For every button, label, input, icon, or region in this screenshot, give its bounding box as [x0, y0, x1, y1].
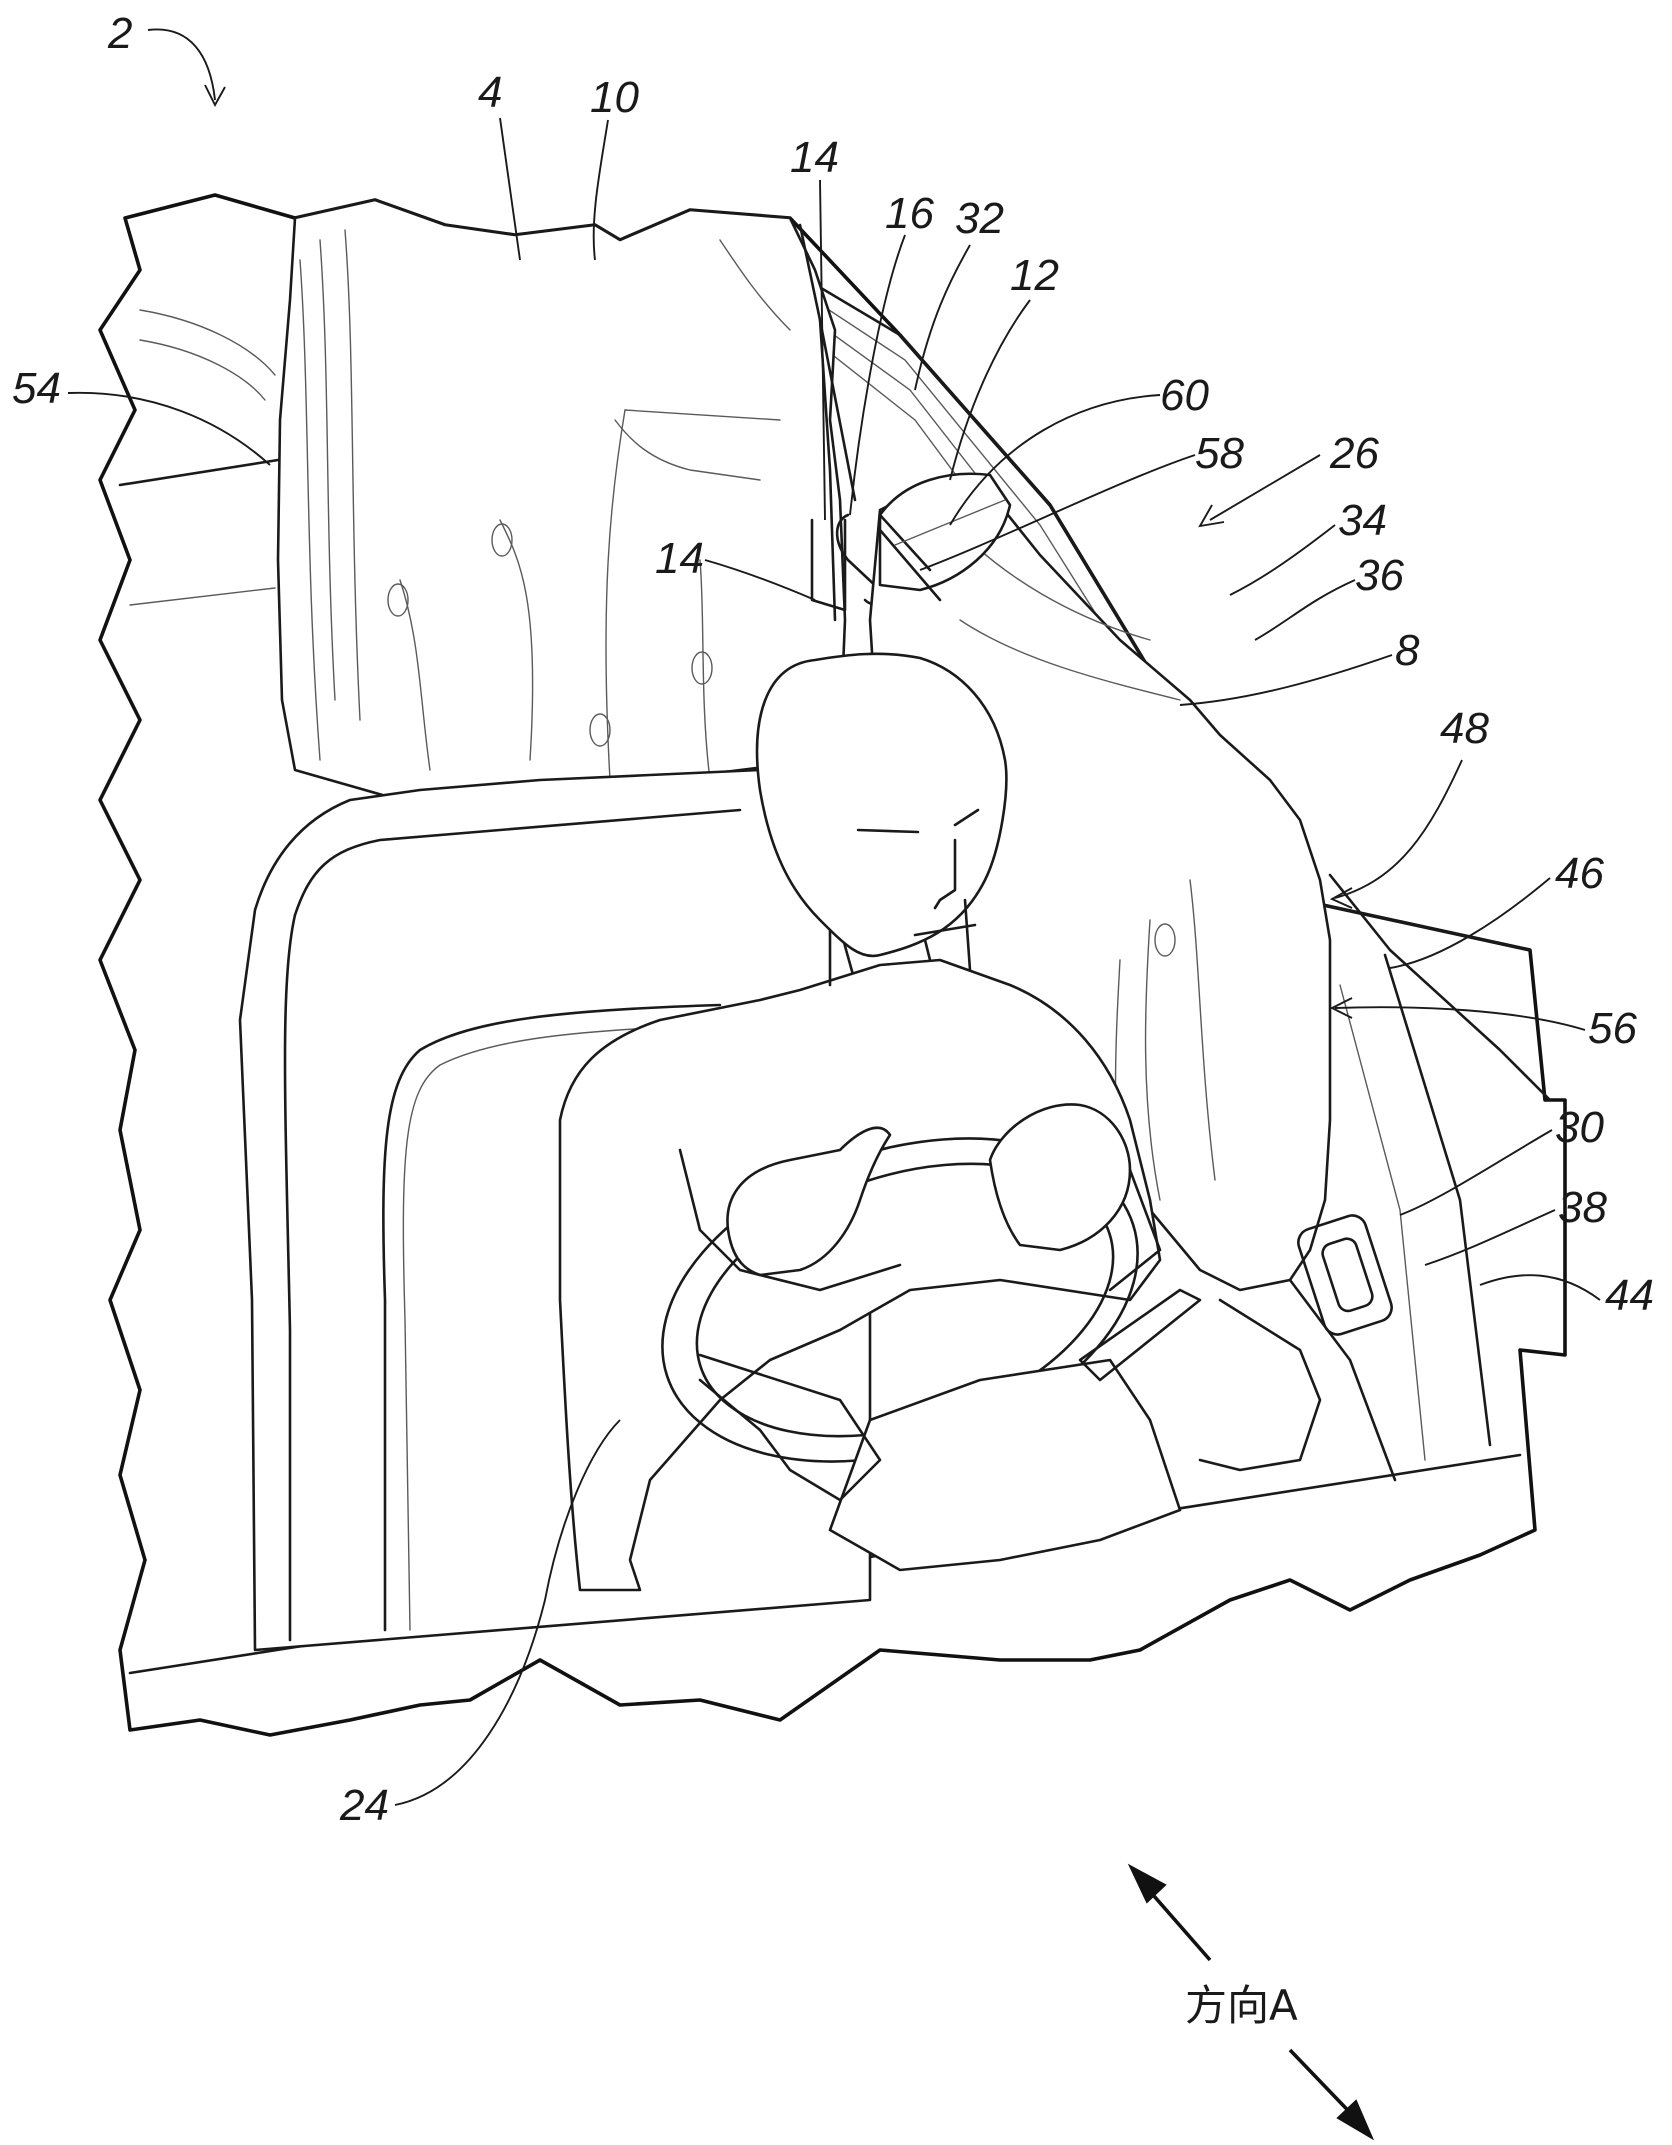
direction-indicator: 方向A	[1130, 1866, 1372, 2138]
leader-36	[1255, 580, 1355, 640]
ref-label-26: 26	[1329, 429, 1379, 478]
rear-window-line	[140, 310, 275, 375]
leader-44	[1480, 1275, 1600, 1300]
leader-30	[1400, 1130, 1552, 1215]
leader-54	[68, 393, 270, 465]
ref-label-34: 34	[1338, 496, 1387, 545]
leader-8	[1180, 655, 1392, 705]
a-pillar-edge	[1330, 875, 1550, 1100]
direction-arrowhead-up	[1130, 1866, 1165, 1902]
ref-label-14-top: 14	[790, 133, 839, 182]
ref-label-16: 16	[885, 189, 934, 238]
ref-label-54: 54	[12, 364, 61, 413]
ref-label-24: 24	[339, 1781, 389, 1830]
ref-label-10: 10	[590, 73, 639, 122]
ref-label-44: 44	[1605, 1271, 1654, 1320]
rear-body-line-2	[130, 588, 275, 605]
ref-label-2: 2	[107, 9, 132, 58]
ref-label-46: 46	[1555, 849, 1604, 898]
ref-label-56: 56	[1588, 1004, 1637, 1053]
rear-body-line	[120, 460, 278, 485]
ref-label-30: 30	[1555, 1103, 1604, 1152]
leader-38	[1425, 1210, 1555, 1265]
ref-label-32: 32	[955, 194, 1004, 243]
ref-label-48: 48	[1440, 704, 1489, 753]
a-pillar-edge-2	[1385, 955, 1490, 1445]
ref-label-14-mid: 14	[655, 534, 704, 583]
dash-trim-2	[1200, 1300, 1320, 1470]
leader-2	[148, 29, 215, 100]
door-handle	[1320, 1236, 1375, 1313]
ref-label-12: 12	[1010, 251, 1059, 300]
ref-label-36: 36	[1355, 551, 1404, 600]
ref-label-4: 4	[478, 68, 502, 117]
leader-32	[915, 245, 970, 390]
ref-label-60: 60	[1160, 371, 1209, 420]
rear-curtain-airbag	[278, 200, 845, 800]
leader-48	[1335, 760, 1462, 898]
leader-12	[950, 300, 1030, 480]
leader-34	[1230, 525, 1335, 595]
leader-56	[1335, 1007, 1585, 1030]
ref-label-58: 58	[1195, 429, 1244, 478]
ref-label-8: 8	[1395, 626, 1420, 675]
arrow-26	[1200, 505, 1224, 526]
ref-label-38: 38	[1558, 1183, 1607, 1232]
steering-column	[830, 1360, 1180, 1570]
a-pillar-edge-3	[1340, 985, 1425, 1460]
direction-label: 方向A	[1185, 1981, 1298, 2030]
